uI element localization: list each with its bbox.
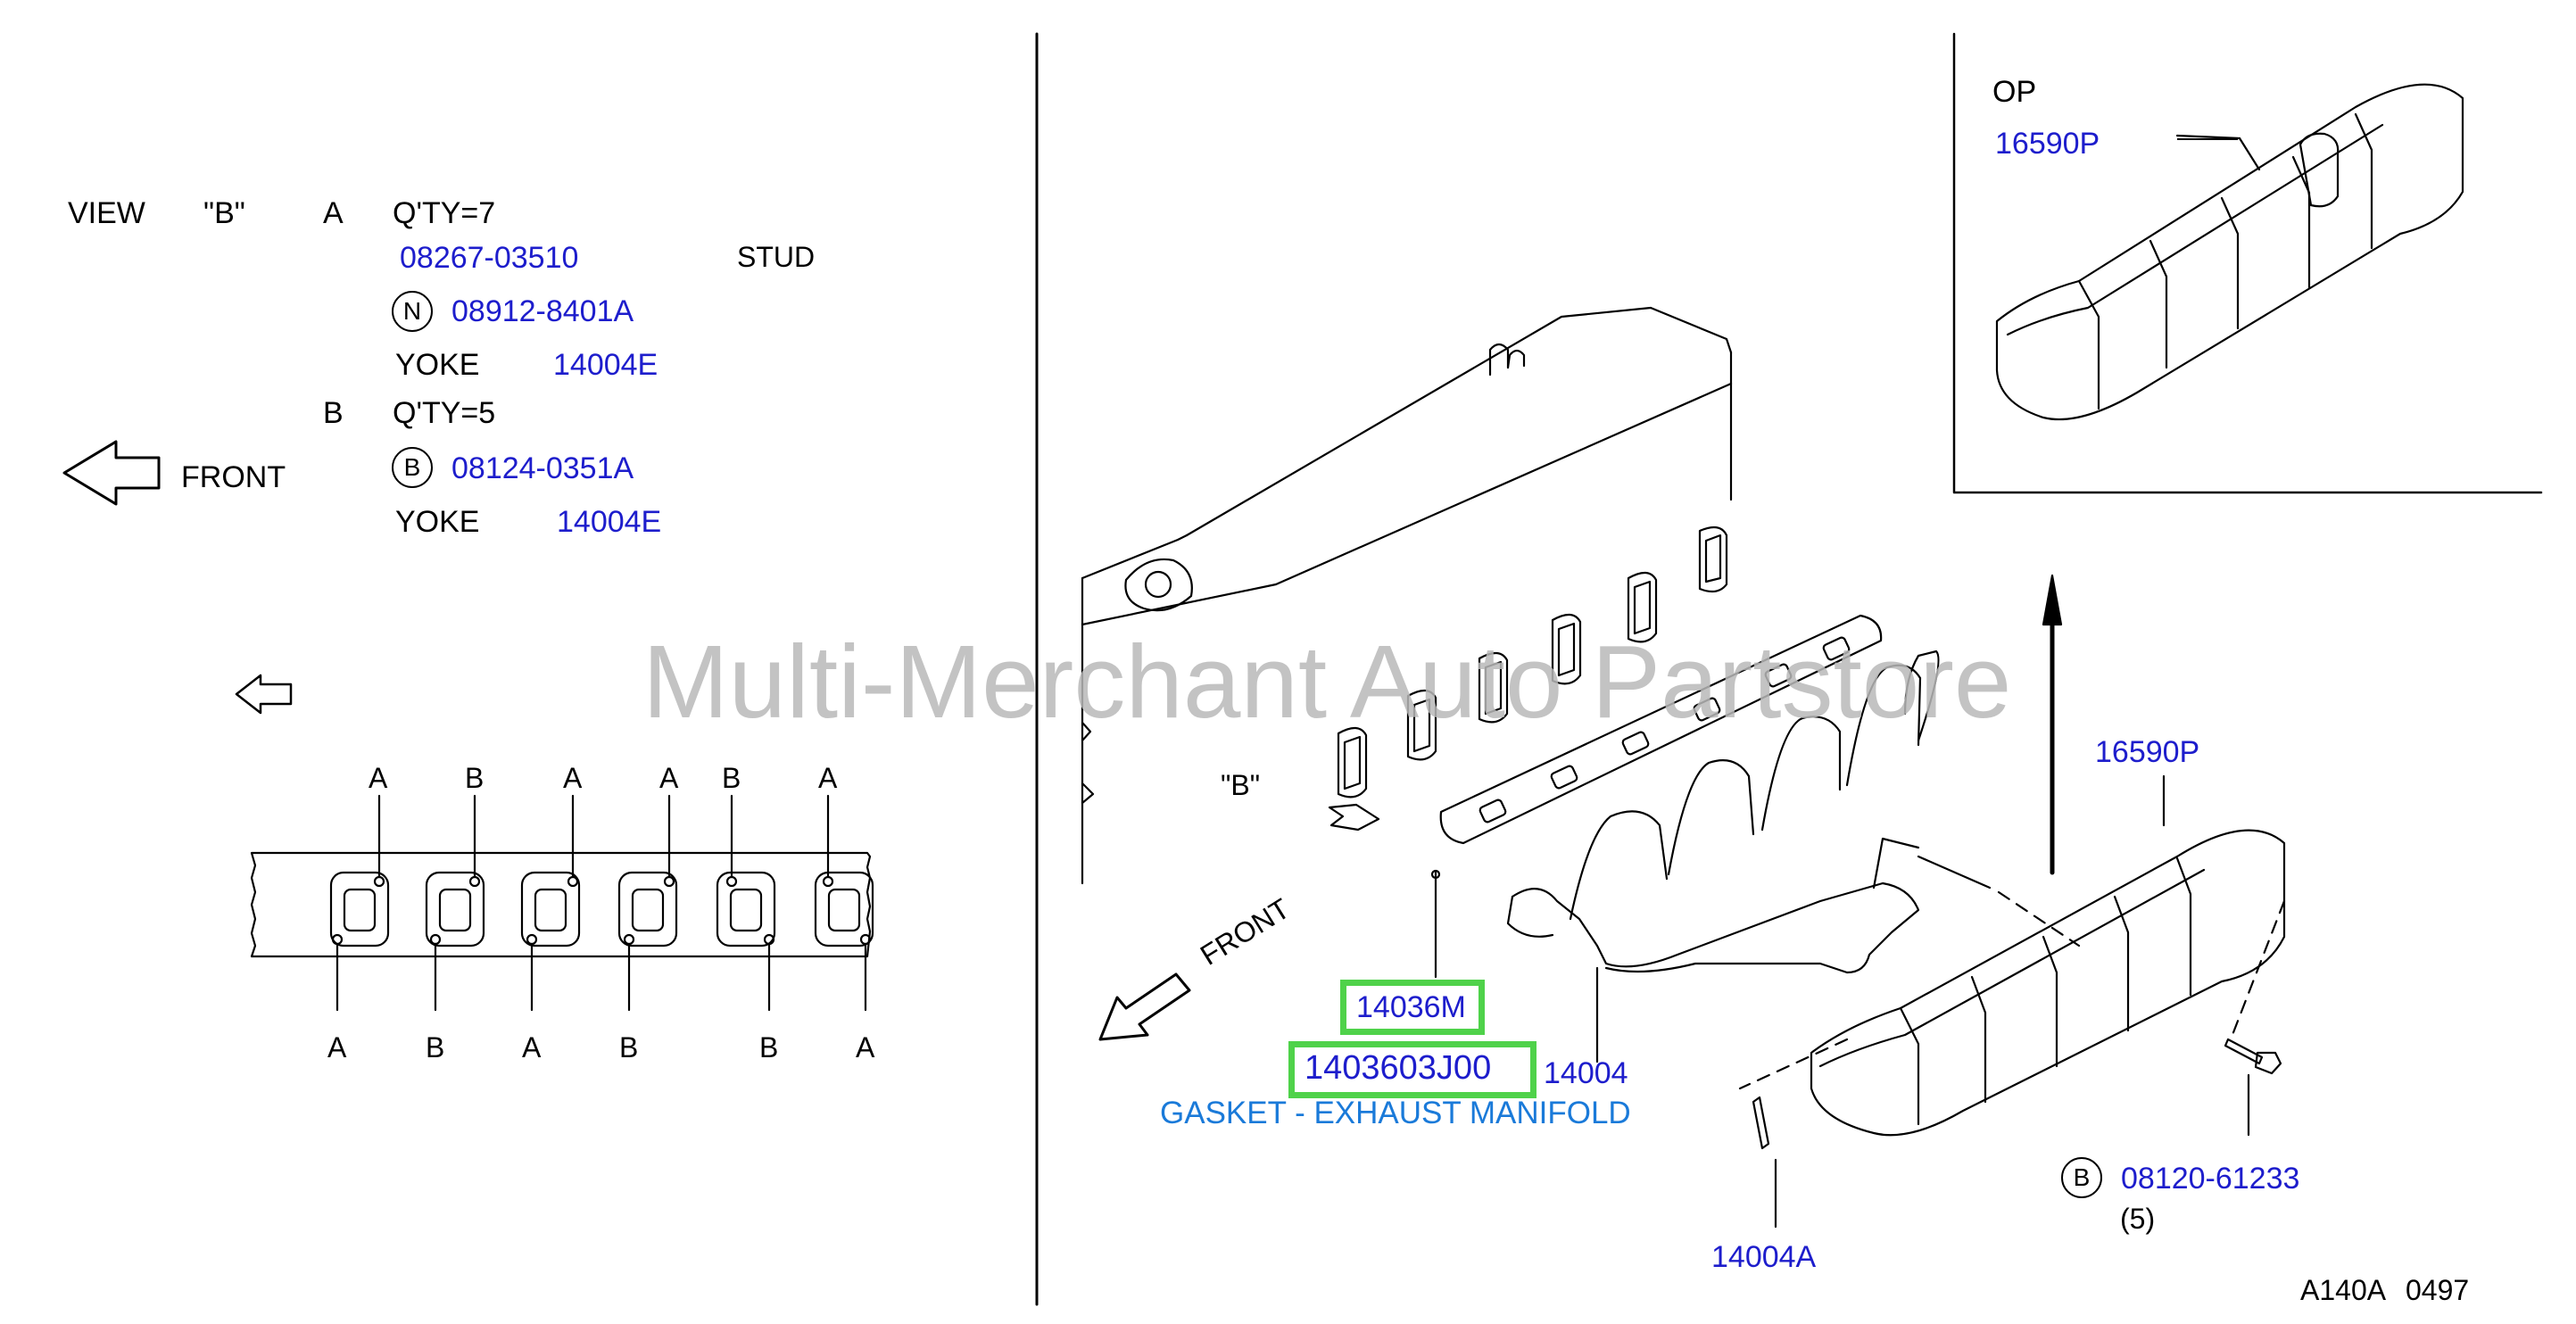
stud-label: STUD bbox=[737, 241, 816, 273]
view-b-label: "B" bbox=[1221, 769, 1261, 801]
view-label: VIEW bbox=[68, 196, 145, 230]
port-2-drawing bbox=[425, 871, 485, 947]
port-3-drawing bbox=[520, 871, 581, 947]
cylinder-head-drawing bbox=[1081, 306, 1733, 885]
gasket-full-part-link[interactable]: 1403603J00 bbox=[1305, 1049, 1492, 1087]
front-arrow-icon bbox=[62, 440, 161, 506]
front-direction-arrow-icon bbox=[1098, 972, 1191, 1041]
group-b-qty: Q'TY=5 bbox=[393, 396, 496, 430]
nut-n-part-link[interactable]: 08912-8401A bbox=[451, 294, 634, 328]
gasket-part-link[interactable]: 14036M bbox=[1356, 990, 1466, 1024]
bolt-qty: (5) bbox=[2120, 1203, 2156, 1235]
stud-letter-bottom-6: A bbox=[856, 1031, 875, 1063]
exhaust-manifold-drawing bbox=[1506, 650, 1992, 1063]
port-5-drawing bbox=[716, 871, 776, 947]
direction-arrow-icon bbox=[235, 674, 293, 715]
port-6-drawing bbox=[814, 871, 874, 947]
stud-letter-top-5: B bbox=[722, 762, 741, 794]
stud-letter-bottom-4: B bbox=[619, 1031, 639, 1063]
gasket-drawing bbox=[1430, 614, 1883, 979]
stud-letter-top-2: B bbox=[465, 762, 485, 794]
yoke-part-2-link[interactable]: 14004E bbox=[557, 505, 662, 539]
bolt-b-symbol-icon: B bbox=[392, 447, 433, 488]
footer-code: A140A bbox=[2300, 1274, 2387, 1306]
heat-shield-drawing bbox=[1738, 774, 2286, 1229]
group-a-qty: Q'TY=7 bbox=[393, 196, 496, 230]
port-1-drawing bbox=[329, 871, 390, 947]
port-4-drawing bbox=[617, 871, 678, 947]
stud-letter-top-3: A bbox=[563, 762, 583, 794]
stud-letter-bottom-1: A bbox=[327, 1031, 347, 1063]
yoke-part-1-link[interactable]: 14004E bbox=[553, 348, 658, 382]
stud-letter-top-1: A bbox=[369, 762, 388, 794]
footer-number: 0497 bbox=[2406, 1274, 2470, 1306]
bolt-symbol-icon: B bbox=[2061, 1157, 2102, 1198]
yoke-label-1: YOKE bbox=[395, 348, 480, 382]
heat-shield-part-link[interactable]: 16590P bbox=[2095, 735, 2200, 769]
stud-layout-drawing bbox=[250, 794, 874, 1012]
stud-letter-bottom-3: A bbox=[522, 1031, 542, 1063]
stud-part-link[interactable]: 08267-03510 bbox=[400, 241, 579, 275]
manifold-part-link[interactable]: 14004 bbox=[1544, 1056, 1628, 1090]
front-label: FRONT bbox=[181, 460, 286, 494]
inset-heat-shield-drawing bbox=[1995, 83, 2464, 421]
group-b-label: B bbox=[323, 396, 344, 430]
inset-pointer-arrowhead bbox=[2042, 574, 2063, 626]
inset-frame bbox=[1952, 32, 2543, 494]
nut-n-symbol-icon: N bbox=[392, 291, 433, 332]
inset-part-link[interactable]: 16590P bbox=[1995, 127, 2100, 161]
view-value: "B" bbox=[203, 196, 245, 230]
inset-title: OP bbox=[1992, 75, 2037, 109]
watermark-text: Multi-Merchant Auto Partstore bbox=[642, 624, 2012, 740]
gasket-description: GASKET - EXHAUST MANIFOLD bbox=[1160, 1096, 1631, 1130]
bolt-b-part-link[interactable]: 08124-0351A bbox=[451, 451, 634, 485]
yoke-label-2: YOKE bbox=[395, 505, 480, 539]
stud-letter-bottom-2: B bbox=[426, 1031, 445, 1063]
bolt-part-link[interactable]: 08120-61233 bbox=[2121, 1162, 2300, 1196]
stud-letter-top-6: A bbox=[818, 762, 838, 794]
stud-letter-bottom-5: B bbox=[759, 1031, 779, 1063]
gasket-full-part-highlight bbox=[1288, 1041, 1536, 1098]
gasket-part-highlight bbox=[1340, 980, 1485, 1035]
stud-letter-top-4: A bbox=[659, 762, 679, 794]
stud-part-14004a-link[interactable]: 14004A bbox=[1711, 1240, 1817, 1274]
group-a-label: A bbox=[323, 196, 344, 230]
